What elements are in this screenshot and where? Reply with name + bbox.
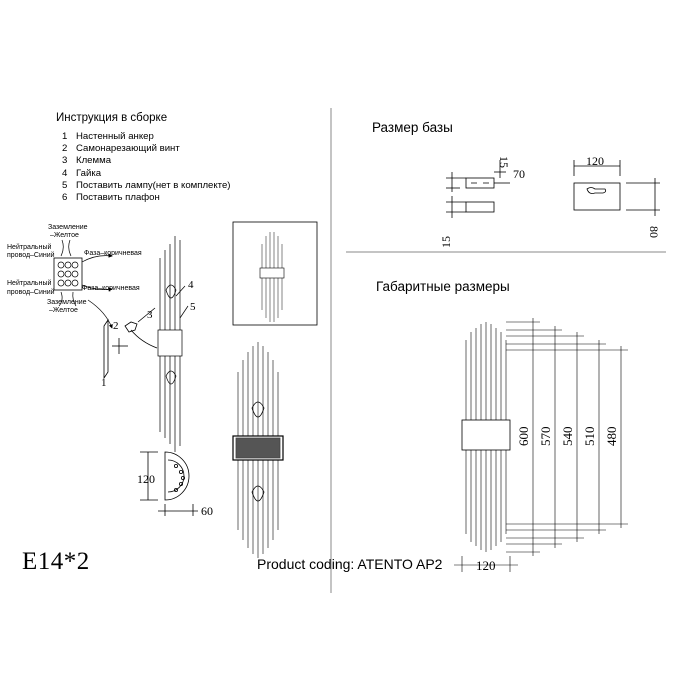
wiring-diagram	[53, 239, 113, 329]
instruction-step-text: Клемма	[76, 155, 112, 167]
thumbnail-lamp	[259, 232, 285, 322]
callout-2: 2	[113, 320, 119, 332]
wiring-neutral-top-2: провод–Синий	[7, 251, 55, 259]
instruction-step-text: Поставить плафон	[76, 192, 160, 204]
wiring-phase-bottom: Фаза–коричневая	[82, 285, 140, 292]
thumbnail-frame	[232, 221, 318, 326]
wiring-ground-bottom-1: Заземление	[47, 299, 87, 306]
instruction-step: 2 Самонарезающий винт	[62, 143, 231, 155]
plate-dim-60: 60	[201, 504, 213, 518]
wiring-ground-top-1: Заземление	[48, 224, 88, 231]
instruction-step-text: Поставить лампу(нет в комплекте)	[76, 179, 231, 191]
wall-bracket	[103, 307, 158, 380]
callout-4: 4	[188, 279, 194, 291]
base-dim-15-left: 15	[439, 236, 453, 248]
callout-3: 3	[147, 309, 153, 321]
base-dim-15-top: 15	[497, 156, 511, 168]
wiring-neutral-bottom-1: Нейтральный	[7, 279, 51, 287]
instruction-step-text: Самонарезающий винт	[76, 143, 180, 155]
instruction-step: 5 Поставить лампу(нет в комплекте)	[62, 180, 231, 192]
instruction-step: 1 Настенный анкер	[62, 131, 231, 143]
instruction-step-number: 5	[62, 179, 68, 191]
callout-1: 1	[101, 377, 107, 389]
overall-dimensions-title: Габаритные размеры	[376, 279, 510, 294]
base-drawing-left	[446, 160, 510, 218]
instruction-step: 4 Гайка	[62, 168, 231, 180]
instructions-list: 1 Настенный анкер 2 Самонарезающий винт 3 Кле…	[62, 131, 231, 204]
bottom-plate	[140, 451, 198, 516]
wiring-phase-top: Фаза–коричневая	[84, 250, 142, 257]
instruction-step-text: Гайка	[76, 167, 102, 179]
instruction-step-number: 1	[62, 131, 68, 142]
height-480: 480	[604, 427, 619, 447]
instruction-step-text: Настенный анкер	[76, 131, 154, 142]
base-dim-120: 120	[586, 154, 604, 168]
base-size-title: Размер базы	[372, 120, 453, 135]
callout-5: 5	[190, 301, 196, 313]
instruction-step-number: 4	[62, 167, 68, 179]
base-drawing-right	[573, 160, 660, 216]
lamp-side-view	[157, 236, 189, 452]
height-540: 540	[560, 427, 575, 447]
wiring-neutral-top-1: Нейтральный	[7, 243, 51, 251]
overall-dim-lines	[454, 318, 628, 572]
overall-height-labels: 600 570 540 510 480	[516, 427, 619, 447]
base-dim-70: 70	[513, 167, 525, 181]
height-510: 510	[582, 427, 597, 447]
instruction-step: 6 Поставить плафон	[62, 192, 231, 204]
wiring-ground-bottom-2: –Желтое	[49, 307, 78, 314]
plate-dim-120: 120	[137, 472, 155, 486]
instruction-step-number: 3	[62, 155, 68, 167]
lamp-spec: E14*2	[22, 548, 90, 575]
height-600: 600	[516, 427, 531, 447]
base-dim-80: 80	[647, 226, 661, 238]
overall-lamp	[461, 322, 511, 552]
height-570: 570	[538, 427, 553, 447]
product-coding: Product coding: ATENTO AP2	[257, 556, 443, 572]
overall-width-120: 120	[476, 558, 496, 573]
instruction-step: 3 Клемма	[62, 155, 231, 167]
instruction-step-number: 2	[62, 143, 68, 155]
lamp-front-view	[232, 342, 284, 558]
instructions-title: Инструкция в сборке	[56, 112, 168, 124]
instruction-step-number: 6	[62, 192, 68, 204]
wiring-neutral-bottom-2: провод–Синий	[7, 288, 55, 296]
wiring-ground-top-2: –Желтое	[50, 232, 79, 239]
